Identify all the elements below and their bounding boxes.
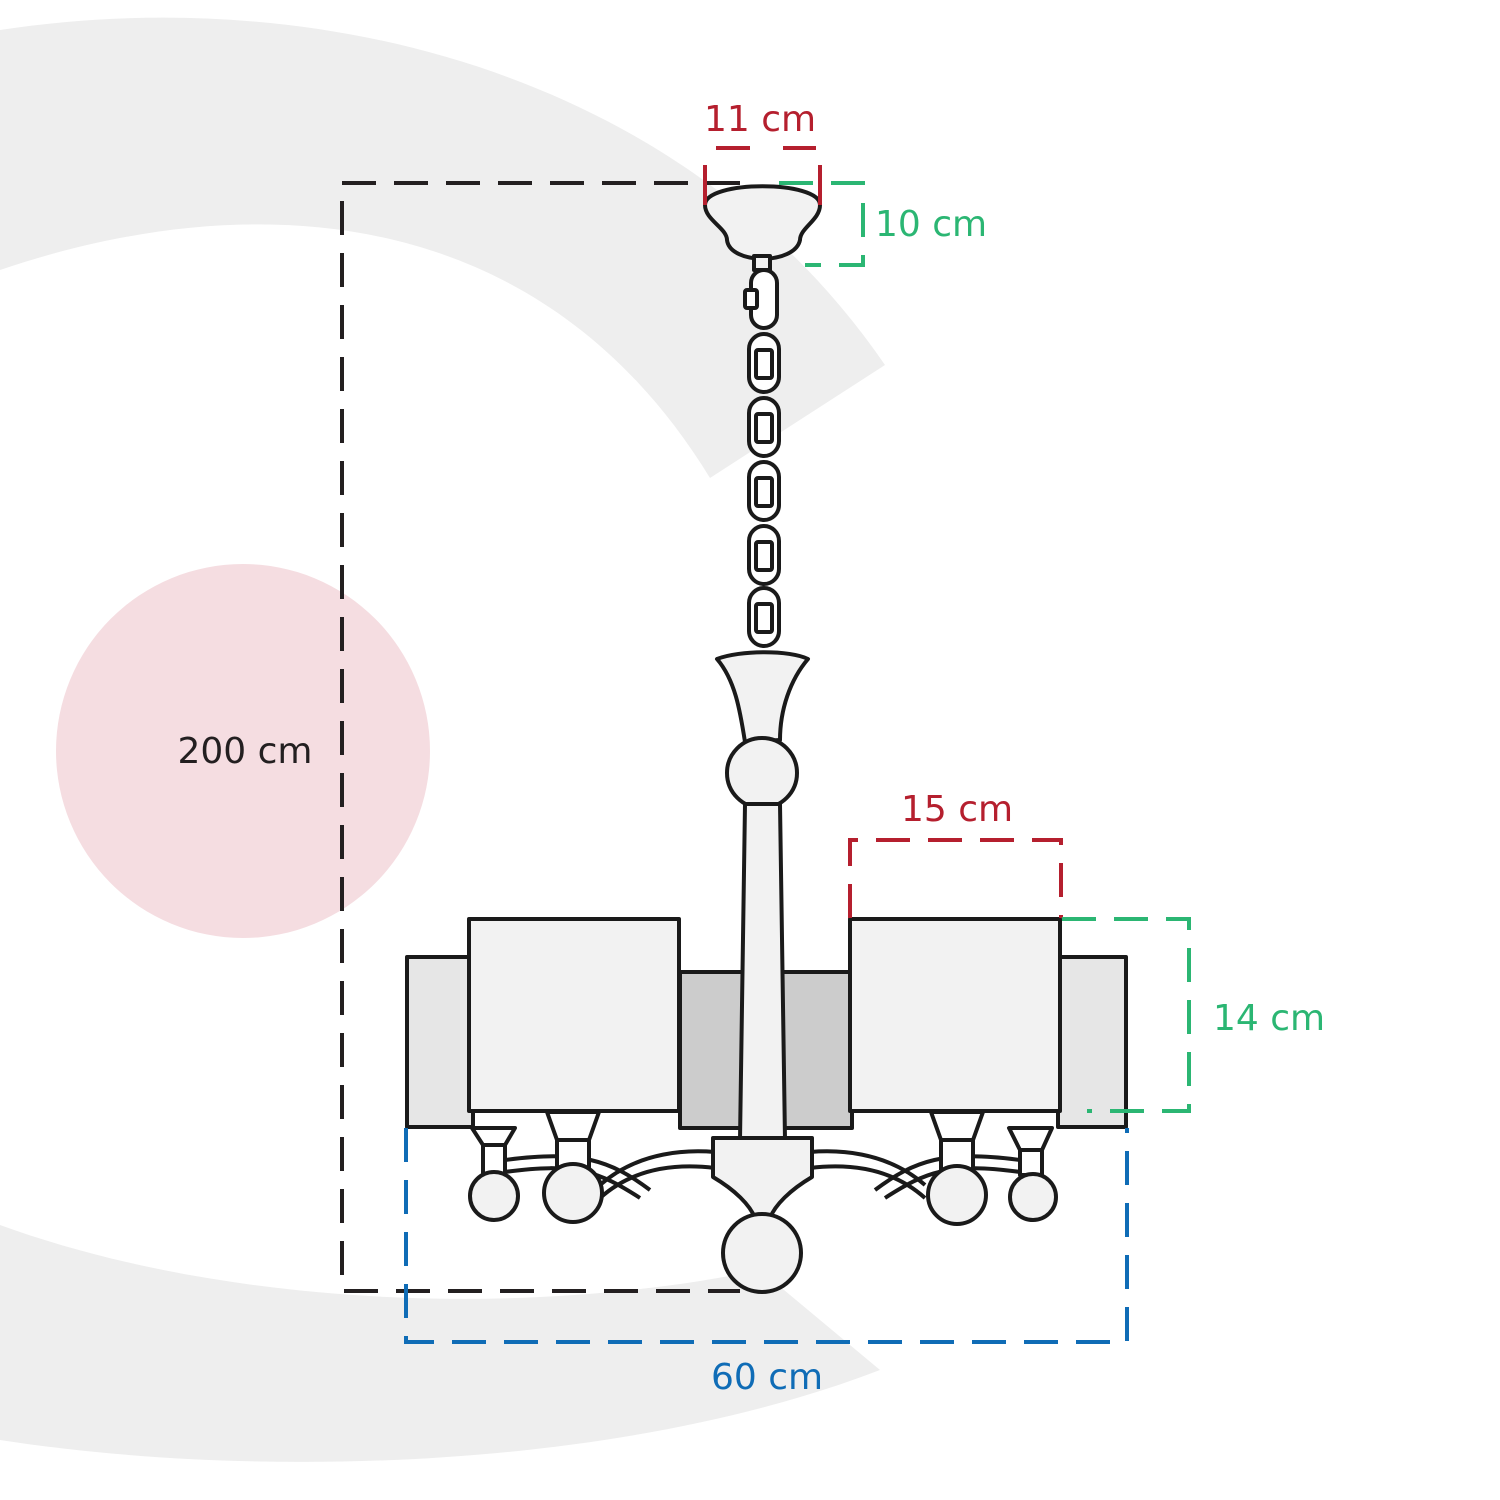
canopy-width-label: 11 cm — [704, 99, 816, 140]
shade-width-guide — [848, 838, 1063, 918]
shade-width-label: 15 cm — [901, 789, 1013, 830]
background-arc — [0, 17, 885, 479]
total-width-label: 60 cm — [711, 1357, 823, 1398]
shade-height-label: 14 cm — [1213, 998, 1325, 1039]
background-arc-lower — [0, 1225, 880, 1462]
canopy-height-label: 10 cm — [875, 204, 987, 245]
canopy-height-guide — [779, 181, 865, 267]
total-height-guide — [340, 181, 740, 1293]
shade-height-guide — [1062, 917, 1191, 1113]
total-height-label: 200 cm — [177, 731, 312, 772]
total-width-guide — [404, 1128, 1129, 1344]
accent-circle — [56, 564, 430, 938]
canopy-width-guide — [703, 146, 822, 205]
chandelier-icon — [405, 184, 1128, 1294]
chain — [743, 268, 781, 648]
